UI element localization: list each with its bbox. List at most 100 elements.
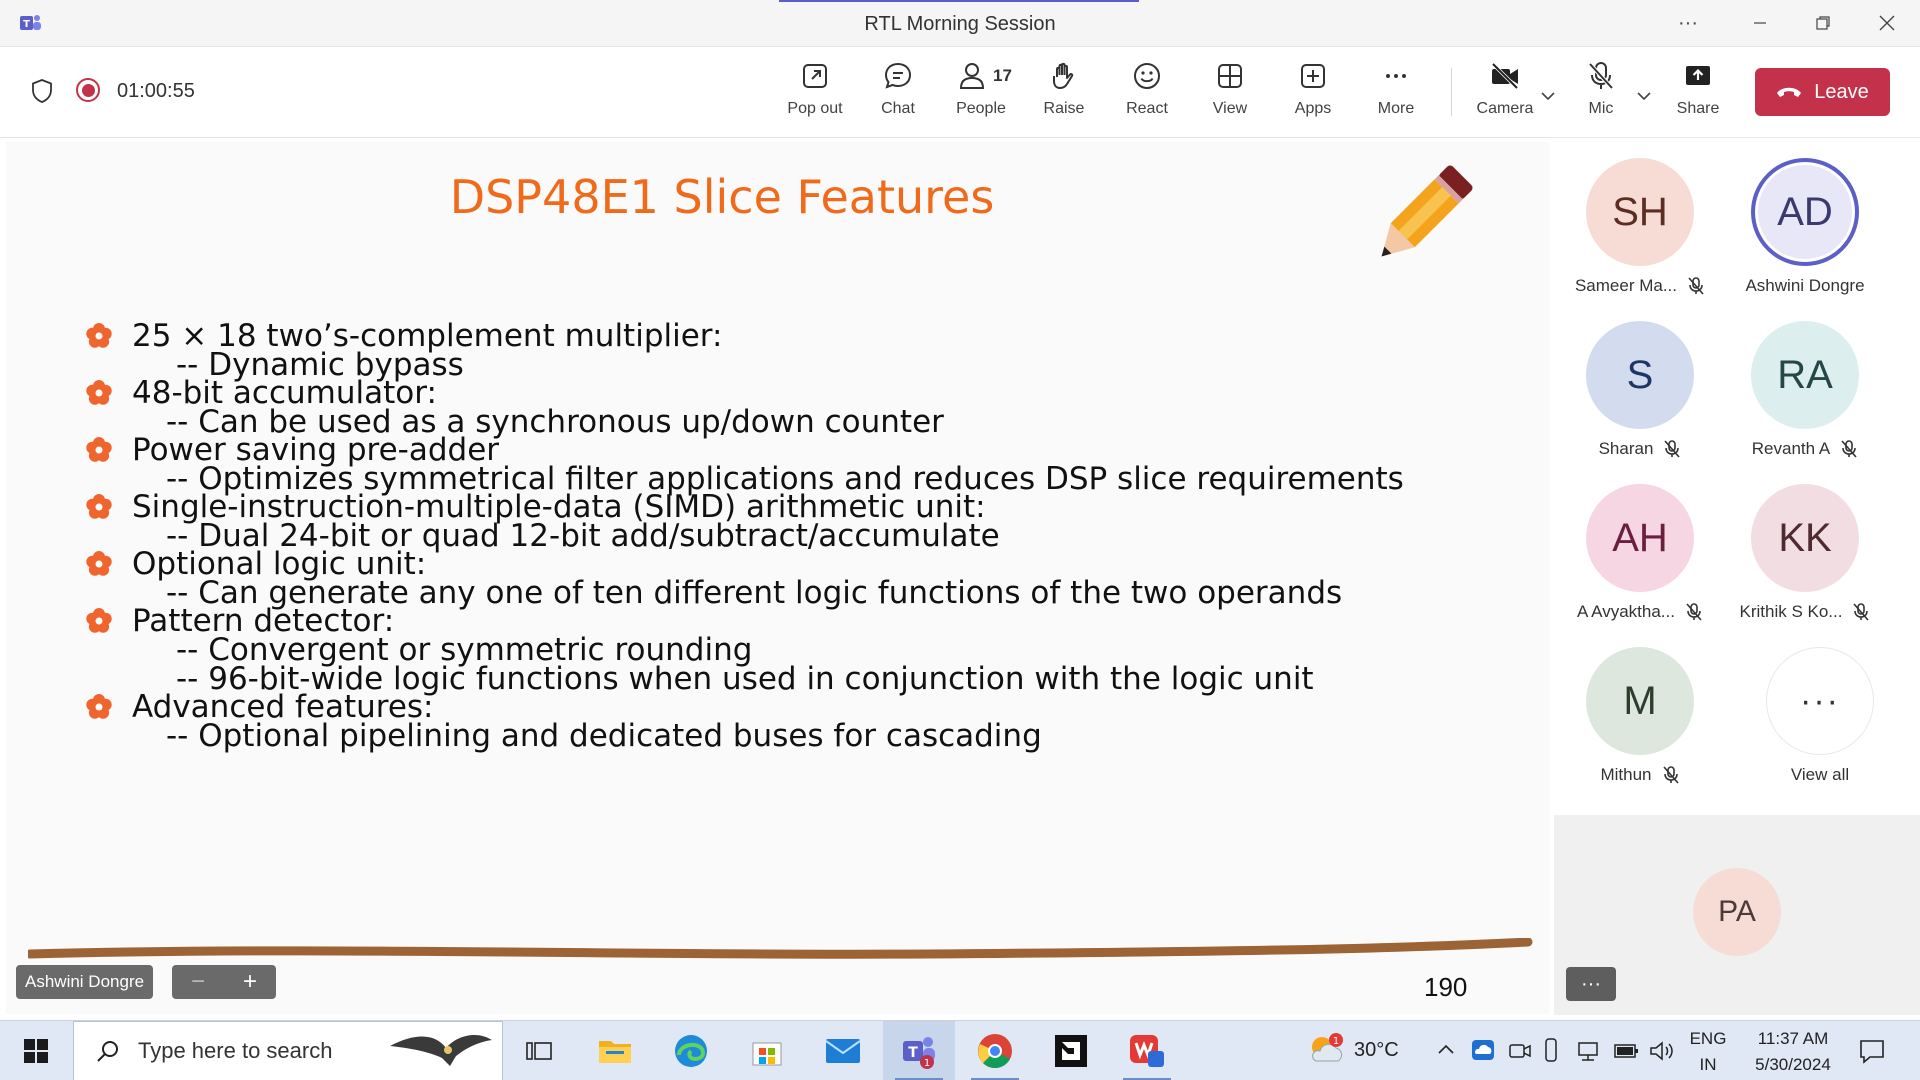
self-avatar: PA bbox=[1693, 868, 1781, 956]
view-all-ellipsis-icon: ··· bbox=[1766, 647, 1874, 755]
bullet-text: Optional logic unit: bbox=[132, 546, 427, 582]
camera-button[interactable]: Camera bbox=[1465, 60, 1545, 130]
view-button[interactable]: View bbox=[1190, 60, 1270, 130]
raise-hand-button[interactable]: Raise bbox=[1024, 60, 1104, 130]
zoom-in-button[interactable]: + bbox=[242, 968, 257, 995]
close-button[interactable] bbox=[1867, 8, 1907, 38]
taskbar-search-box[interactable]: Type here to search bbox=[73, 1021, 503, 1080]
more-options-button[interactable]: ··· bbox=[1668, 8, 1708, 38]
flower-bullet-icon bbox=[86, 437, 112, 462]
title-indicator bbox=[779, 0, 1139, 2]
network-icon[interactable] bbox=[1577, 1039, 1605, 1063]
view-label: View bbox=[1212, 100, 1248, 117]
participant-name-row: Sharan bbox=[1550, 439, 1730, 459]
clock-time: 11:37 AM bbox=[1757, 1029, 1829, 1048]
participant-name: Sharan bbox=[1598, 439, 1654, 458]
participant-avatar: S bbox=[1586, 321, 1694, 429]
microsoft-store-button[interactable] bbox=[731, 1021, 803, 1080]
notifications-icon[interactable] bbox=[1858, 1037, 1886, 1065]
shield-icon[interactable] bbox=[30, 78, 54, 104]
wps-office-button[interactable] bbox=[1111, 1021, 1183, 1080]
weather-icon: 1 bbox=[1312, 1033, 1343, 1062]
language-indicator[interactable]: ENG IN bbox=[1683, 1029, 1733, 1075]
file-explorer-button[interactable] bbox=[579, 1021, 651, 1080]
participant-avatar: AH bbox=[1586, 484, 1694, 592]
slide-underline-stroke bbox=[28, 938, 1533, 959]
flower-bullet-icon bbox=[86, 694, 112, 719]
minimize-button[interactable] bbox=[1740, 8, 1780, 38]
volume-icon[interactable] bbox=[1648, 1039, 1674, 1063]
pop-out-button[interactable]: Pop out bbox=[775, 60, 855, 130]
leave-button[interactable]: Leave bbox=[1755, 68, 1890, 116]
mic-button[interactable]: Mic bbox=[1561, 60, 1641, 130]
zoom-out-button[interactable]: − bbox=[190, 968, 205, 995]
start-button[interactable] bbox=[0, 1021, 72, 1080]
amd-software-button[interactable] bbox=[1035, 1021, 1107, 1080]
restore-icon bbox=[1816, 16, 1830, 30]
apps-label: Apps bbox=[1294, 100, 1332, 117]
edge-button[interactable] bbox=[655, 1021, 727, 1080]
people-icon bbox=[959, 63, 985, 89]
view-all-tile[interactable]: ··· View all bbox=[1730, 631, 1910, 791]
weather-temp[interactable]: 30°C bbox=[1354, 1039, 1399, 1061]
flower-bullet-icon bbox=[86, 494, 112, 519]
active-indicator bbox=[1123, 1078, 1171, 1080]
presenter-name-tag: Ashwini Dongre bbox=[16, 965, 154, 999]
usb-device-icon[interactable] bbox=[1543, 1037, 1559, 1065]
share-button[interactable]: Share bbox=[1658, 60, 1738, 130]
onedrive-icon[interactable] bbox=[1470, 1037, 1496, 1063]
camera-options-chevron-icon[interactable] bbox=[1540, 88, 1556, 104]
flower-bullet-icon bbox=[86, 380, 112, 405]
participant-name: Ashwini Dongre bbox=[1745, 276, 1865, 295]
grid-view-icon bbox=[1218, 64, 1242, 88]
chrome-button[interactable] bbox=[959, 1021, 1031, 1080]
self-video-tile: PA ··· bbox=[1554, 815, 1920, 1015]
self-view-more-button[interactable]: ··· bbox=[1566, 967, 1616, 1001]
pencil-icon bbox=[1381, 165, 1473, 257]
chrome-icon bbox=[978, 1034, 1012, 1068]
bullet-subtext: -- Dual 24-bit or quad 12-bit add/subtra… bbox=[166, 518, 1000, 554]
more-actions-button[interactable]: More bbox=[1356, 60, 1436, 130]
bullet-text: 48-bit accumulator: bbox=[132, 375, 437, 411]
bullet-subtext: -- Optional pipelining and dedicated bus… bbox=[166, 718, 1042, 754]
pop-out-label: Pop out bbox=[787, 100, 843, 117]
muted-mic-icon bbox=[1841, 440, 1857, 458]
participant-tile[interactable]: S Sharan bbox=[1550, 305, 1730, 465]
share-label: Share bbox=[1676, 100, 1720, 117]
battery-icon[interactable] bbox=[1613, 1041, 1641, 1061]
recording-icon bbox=[76, 78, 100, 102]
restore-button[interactable] bbox=[1803, 8, 1843, 38]
bullet-text: Power saving pre-adder bbox=[132, 432, 500, 468]
task-view-button[interactable] bbox=[503, 1021, 575, 1080]
language-region: IN bbox=[1699, 1055, 1717, 1074]
leave-label: Leave bbox=[1814, 80, 1869, 103]
language-code: ENG bbox=[1689, 1029, 1727, 1048]
participant-name-row: Mithun bbox=[1550, 765, 1730, 785]
amd-icon bbox=[1055, 1035, 1087, 1067]
chat-button[interactable]: Chat bbox=[858, 60, 938, 130]
mic-options-chevron-icon[interactable] bbox=[1636, 88, 1652, 104]
show-hidden-icons-chevron-icon[interactable] bbox=[1437, 1043, 1455, 1055]
people-button[interactable]: 17 People bbox=[941, 60, 1021, 130]
react-button[interactable]: React bbox=[1107, 60, 1187, 130]
bullet-text: Single-instruction-multiple-data (SIMD) … bbox=[132, 489, 986, 525]
active-indicator bbox=[895, 1078, 943, 1080]
mail-button[interactable] bbox=[807, 1021, 879, 1080]
apps-button[interactable]: Apps bbox=[1273, 60, 1353, 130]
view-all-label: View all bbox=[1790, 765, 1850, 784]
bullet-text: Pattern detector: bbox=[132, 603, 395, 639]
clock[interactable]: 11:37 AM 5/30/2024 bbox=[1738, 1029, 1848, 1075]
meet-now-icon[interactable] bbox=[1508, 1039, 1532, 1063]
windows-logo-icon bbox=[24, 1039, 48, 1063]
participant-name-row: Krithik S Ko... bbox=[1715, 602, 1895, 622]
clock-date: 5/30/2024 bbox=[1755, 1055, 1831, 1074]
camera-off-icon bbox=[1491, 62, 1519, 90]
